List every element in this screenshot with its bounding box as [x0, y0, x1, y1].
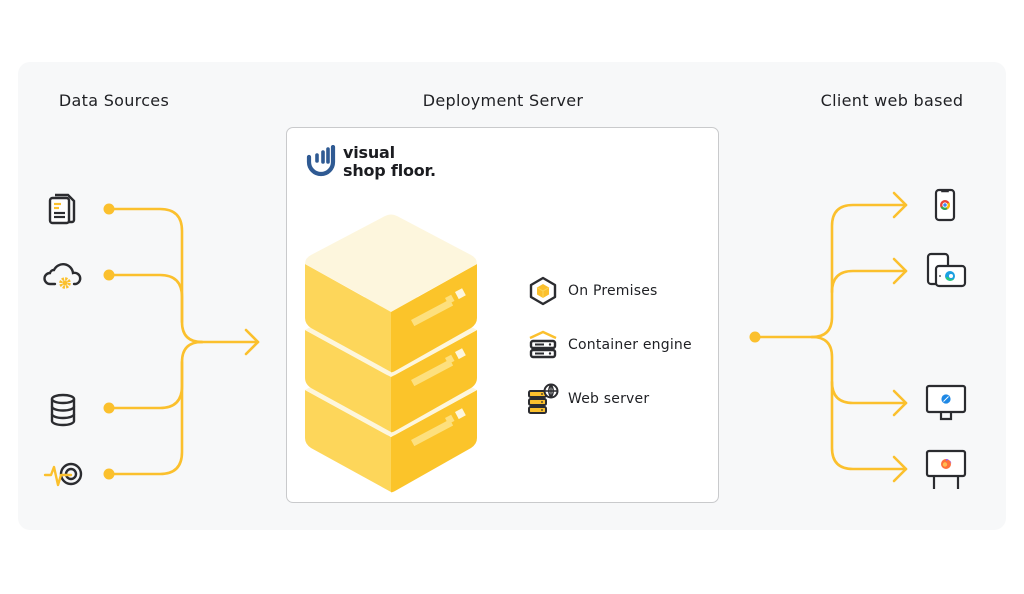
deployment-option-label: On Premises [568, 283, 658, 299]
logo-line-2: shop floor. [343, 161, 436, 180]
connector-client-1 [810, 203, 908, 339]
connector-source-3 [107, 360, 184, 410]
connector-client-4 [830, 380, 908, 471]
documents-icon [46, 192, 78, 230]
arrow-head-client-1 [892, 191, 908, 219]
logo-mark-icon [306, 145, 336, 177]
arrow-head-client-3 [892, 389, 908, 417]
database-icon [48, 393, 78, 431]
deployment-option-on-premises: On Premises [527, 276, 692, 306]
deployment-option-label: Web server [568, 391, 650, 407]
on-premises-icon [527, 275, 559, 307]
sensor-signal-icon [43, 459, 85, 495]
connector-dot-server-out [749, 331, 761, 343]
deployment-option-container-engine: Container engine [527, 330, 692, 360]
tablet-edge-icon [926, 252, 968, 296]
connector-source-4 [107, 340, 204, 476]
logo-line-1: visual [343, 143, 395, 162]
deployment-option-label: Container engine [568, 337, 692, 353]
deployment-option-web-server: Web server [527, 383, 692, 415]
server-unit-top [305, 214, 477, 373]
deployment-server-box: visual shop floor. [286, 127, 719, 503]
cloud-settings-icon [43, 260, 85, 296]
arrow-head-client-4 [892, 455, 908, 483]
connector-dot-source-1 [103, 203, 115, 215]
connector-dot-source-2 [103, 269, 115, 281]
client-web-based-heading: Client web based [820, 91, 964, 110]
server-stack-illustration [305, 214, 477, 493]
deployment-server-heading: Deployment Server [422, 91, 584, 110]
arrow-head-client-2 [892, 257, 908, 285]
connector-source-1 [107, 207, 204, 344]
monitor-safari-icon [925, 384, 967, 428]
visual-shop-floor-logo: visual shop floor. [305, 144, 436, 180]
arrow-head-in [244, 328, 260, 356]
connector-client-3 [810, 335, 908, 405]
connector-dot-source-4 [103, 468, 115, 480]
data-sources-heading: Data Sources [58, 91, 170, 110]
connector-source-2 [107, 273, 184, 324]
container-engine-icon [527, 329, 559, 361]
connector-client-2 [830, 269, 908, 294]
deployment-options-list: On Premises Container engine [527, 276, 692, 438]
web-server-icon [527, 383, 559, 415]
smartphone-chrome-icon [934, 188, 956, 226]
connector-dot-source-3 [103, 402, 115, 414]
display-board-firefox-icon [925, 449, 967, 495]
